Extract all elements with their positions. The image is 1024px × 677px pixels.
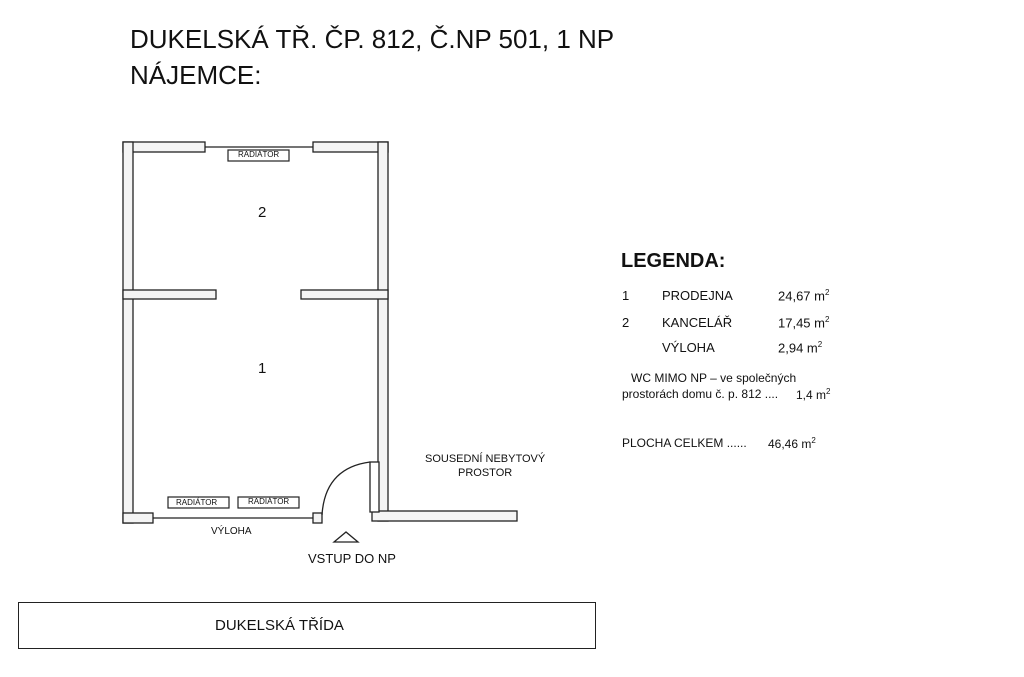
legend-name: PRODEJNA [662, 288, 733, 303]
legend-num: 1 [622, 288, 630, 303]
radiator-label: RADIÁTOR [238, 150, 280, 159]
wc-note: WC MIMO NP – ve společných [631, 371, 797, 385]
legend-area: 17,45 m2 [778, 315, 830, 331]
wall-top-right [312, 141, 389, 153]
legend-num: 2 [622, 315, 630, 330]
entrance-arrow-icon [332, 531, 360, 543]
door-jamb [312, 512, 323, 524]
tenant-label: NÁJEMCE: [130, 60, 262, 90]
legend-title: LEGENDA: [621, 250, 726, 272]
door-leaf [369, 461, 380, 513]
wall-bottom-right [371, 510, 518, 522]
street-box: DUKELSKÁ TŘÍDA [18, 602, 596, 649]
neighbor-label: PROSTOR [458, 467, 513, 479]
radiator-bottom-1 [167, 496, 230, 509]
partition-left [122, 289, 217, 300]
total-area: 46,46 m2 [768, 436, 816, 451]
window-label: VÝLOHA [211, 526, 252, 537]
total-label: PLOCHA CELKEM ...... [622, 436, 747, 450]
room-1-number: 1 [258, 360, 267, 377]
partition-right [300, 289, 389, 300]
wall-top-left [122, 141, 206, 153]
radiator-top [227, 149, 290, 162]
wall-bottom-left [122, 512, 154, 524]
wc-note: prostorách domu č. p. 812 .... [622, 387, 779, 401]
page-title: DUKELSKÁ TŘ. ČP. 812, Č.NP 501, 1 NP [130, 24, 615, 54]
legend-area: 2,94 m2 [778, 340, 823, 356]
radiator-label: RADIÁTOR [176, 498, 218, 507]
neighbor-label: SOUSEDNÍ NEBYTOVÝ [425, 453, 546, 465]
legend-name: VÝLOHA [662, 340, 715, 355]
radiator-label: RADIÁTOR [248, 497, 290, 506]
legend-area: 24,67 m2 [778, 288, 830, 304]
room-2-number: 2 [258, 204, 267, 221]
radiator-bottom-2 [237, 496, 300, 509]
street-name: DUKELSKÁ TŘÍDA [215, 617, 344, 634]
wc-area: 1,4 m2 [796, 387, 831, 402]
door-swing-arc [321, 461, 371, 516]
wall-left [122, 141, 134, 524]
legend-name: KANCELÁŘ [662, 315, 733, 330]
entrance-label: VSTUP DO NP [308, 551, 396, 566]
